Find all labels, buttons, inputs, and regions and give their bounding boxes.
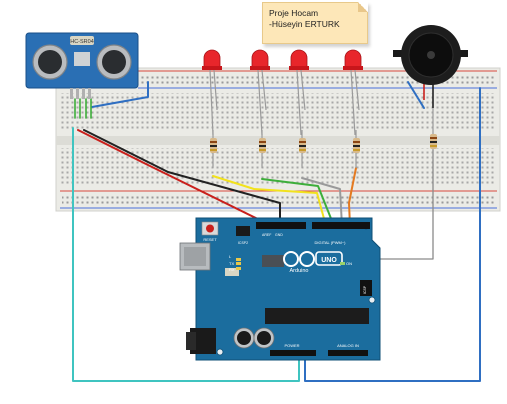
- digital-header-1: [256, 222, 306, 229]
- l-label: L: [229, 254, 232, 259]
- ultrasonic-sensor: HC-SR04: [25, 32, 139, 99]
- wire-gray: [301, 177, 343, 227]
- led-4: [343, 49, 363, 136]
- analog-header: [328, 350, 368, 356]
- wire-cyan: [72, 127, 300, 382]
- wire-red: [77, 129, 273, 227]
- led-2: [250, 49, 270, 136]
- terminal-block-top: [60, 93, 496, 131]
- power-label: POWER: [284, 343, 299, 348]
- note-line-1: Proje Hocam: [269, 8, 319, 18]
- gnd-label: GND: [275, 233, 283, 237]
- sensor-model-label: HC-SR04: [70, 39, 94, 45]
- resistor-4: [353, 130, 360, 168]
- arduino-brand-label: Arduino: [290, 268, 309, 274]
- wire-blue-buzzer: [407, 81, 425, 109]
- analog-in-label: ANALOG IN: [337, 343, 359, 348]
- resistor-3: [299, 130, 306, 168]
- arduino-logo-left: [283, 251, 299, 267]
- top-power-rail: [140, 74, 495, 85]
- led-1: [202, 49, 222, 136]
- sticky-note: Proje Hocam -Hüseyin ERTURK: [262, 2, 368, 44]
- led-3: [289, 49, 309, 136]
- arduino-model-label: UNO: [321, 257, 337, 264]
- note-line-2: -Hüseyin ERTURK: [269, 19, 340, 29]
- digital-header-2: [312, 222, 370, 229]
- reset-label: RESET: [203, 237, 217, 242]
- resistor-1: [210, 130, 217, 168]
- aref-label: AREF: [262, 233, 271, 237]
- atmega-chip: [265, 308, 369, 324]
- rx-label: RX: [229, 267, 235, 272]
- power-header: [270, 350, 316, 356]
- digital-label: DIGITAL (PWM~): [315, 240, 347, 245]
- icsp-label: ICSP: [363, 285, 367, 294]
- resistor-2: [259, 130, 266, 168]
- wire-blue-sensor: [91, 81, 149, 108]
- resistor-5: [430, 108, 437, 160]
- wire-black: [83, 129, 281, 227]
- wire-yellow: [212, 175, 327, 227]
- wire-green: [261, 178, 335, 227]
- piezo-buzzer: [393, 25, 468, 108]
- tx-label: TX: [229, 261, 234, 266]
- icsp2-label: ICSP2: [238, 241, 248, 245]
- on-label: ON: [346, 261, 352, 266]
- arduino-logo-right: [299, 251, 315, 267]
- bottom-power-rail: [62, 194, 495, 205]
- wire-blue-gnd: [304, 87, 481, 382]
- arduino-uno-board: RESET ICSP2 L TX RX ON Arduino UNO DIGIT…: [179, 217, 381, 361]
